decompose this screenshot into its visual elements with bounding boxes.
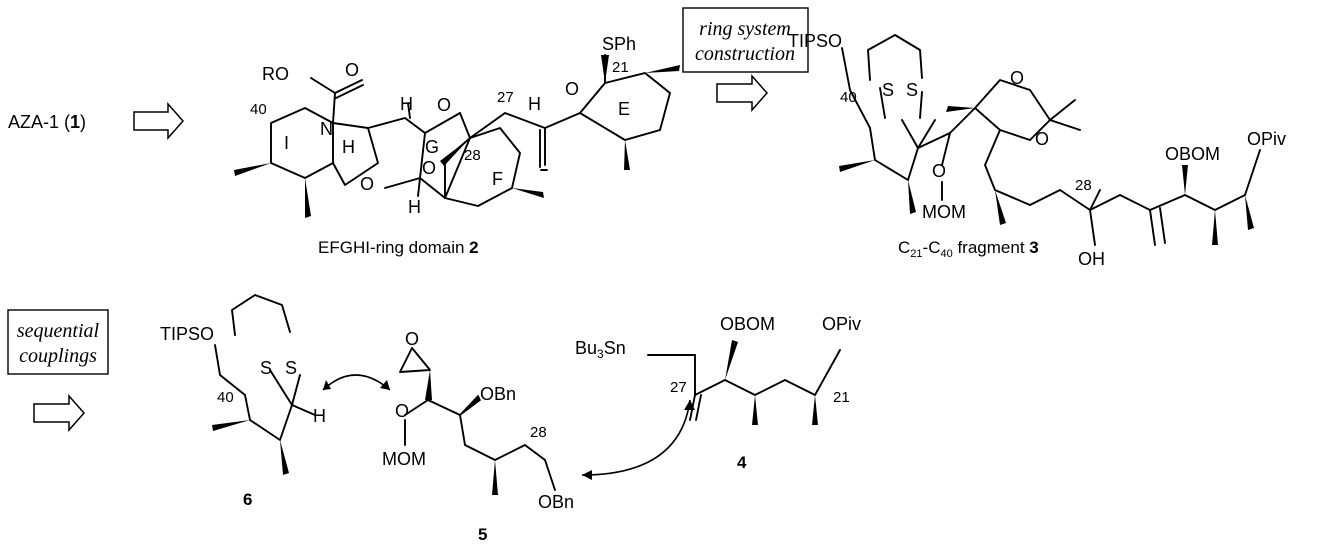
label-3-oh: OH	[1078, 249, 1105, 269]
compound-6-number: 6	[243, 490, 252, 509]
label-5-obn1: OBn	[480, 384, 516, 404]
label-6-h: H	[313, 406, 326, 426]
target-aza1: AZA-1 (1)	[8, 112, 86, 132]
target-close: )	[80, 112, 86, 132]
caption-2-text: EFGHI-ring domain	[318, 238, 469, 257]
label-ring-g: G	[425, 137, 439, 157]
step1-box: ring system construction	[682, 7, 809, 73]
retro-arrow-3	[33, 394, 86, 432]
label-c40: 40	[250, 101, 267, 118]
step1-line2: construction	[695, 43, 795, 65]
label-c28: 28	[464, 147, 481, 164]
label-h4: H	[528, 94, 541, 114]
label-n: N	[320, 119, 333, 139]
target-name: AZA-1 (	[8, 112, 70, 132]
label-3-c28: 28	[1075, 177, 1092, 194]
label-6-s1: S	[260, 358, 272, 378]
label-6-s2: S	[285, 358, 297, 378]
label-sph: SPh	[602, 34, 636, 54]
caption-3-number: 3	[1029, 238, 1038, 257]
label-4-sn: Sn	[604, 338, 626, 358]
label-3-c40: 40	[840, 89, 857, 106]
compound-6-structure	[212, 294, 316, 475]
label-o-carbonyl: O	[345, 60, 359, 80]
label-c21: 21	[612, 59, 629, 76]
label-h3: H	[408, 197, 421, 217]
caption-3-sub2: 40	[940, 248, 952, 260]
compound-5-labels: O OBn O MOM 28 OBn	[382, 329, 574, 512]
compound-5-number: 5	[478, 525, 487, 544]
label-5-o-mom: O	[395, 401, 409, 421]
label-h1: H	[400, 94, 413, 114]
label-6-tipso: TIPSO	[160, 324, 214, 344]
label-o-g1: O	[437, 95, 451, 115]
compound-3-structure	[839, 34, 1261, 246]
label-c27: 27	[497, 89, 514, 106]
caption-2-number: 2	[469, 238, 478, 257]
coupling-arrow-6-5	[322, 374, 391, 391]
label-3-o-mom: O	[932, 161, 946, 181]
label-4-bu3sn: Bu3Sn	[575, 338, 626, 361]
label-5-c28: 28	[530, 424, 547, 441]
label-3-o1: O	[1010, 68, 1024, 88]
label-4-bu: Bu	[575, 338, 597, 358]
compound-2-caption: EFGHI-ring domain 2	[318, 238, 479, 257]
compound-5-structure	[399, 347, 556, 495]
label-4-bu-sub: 3	[597, 347, 604, 361]
label-ring-f: F	[492, 169, 503, 189]
caption-3-mid: -C	[923, 238, 941, 257]
compound-2-structure	[234, 54, 680, 218]
label-4-obom: OBOM	[720, 314, 775, 334]
label-o-g2: O	[422, 158, 436, 178]
svg-text:AZA-1 (1): AZA-1 (1)	[8, 112, 86, 132]
coupling-arrow-5-4	[581, 399, 695, 480]
step2-box: sequential couplings	[7, 309, 109, 375]
retro-arrow-2	[716, 74, 769, 112]
compound-4-structure	[647, 340, 841, 425]
caption-3-post: fragment	[953, 238, 1030, 257]
step1-line1: ring system	[699, 18, 791, 40]
target-number: 1	[70, 112, 80, 132]
label-5-mom: MOM	[382, 449, 426, 469]
label-3-obom: OBOM	[1165, 144, 1220, 164]
step2-line1: sequential	[17, 320, 100, 342]
label-3-mom: MOM	[922, 202, 966, 222]
label-5-obn2: OBn	[538, 492, 574, 512]
label-o-e: O	[565, 79, 579, 99]
compound-6-labels: TIPSO 40 S S H	[160, 324, 326, 426]
compound-3-caption: C21-C40 fragment 3	[898, 238, 1039, 260]
retro-arrow-1	[133, 102, 185, 140]
label-3-o2: O	[1035, 129, 1049, 149]
step2-line2: couplings	[19, 345, 97, 367]
caption-3-sub1: 21	[910, 248, 922, 260]
label-3-s2: S	[906, 80, 918, 100]
label-o-r: O	[360, 174, 374, 194]
label-4-c27: 27	[670, 379, 687, 396]
label-4-c21: 21	[833, 389, 850, 406]
label-h2: H	[342, 137, 355, 157]
caption-3-c1: C	[898, 238, 910, 257]
label-ro: RO	[262, 64, 289, 84]
label-ring-i: I	[284, 133, 289, 153]
label-ring-e: E	[618, 99, 630, 119]
label-3-s1: S	[882, 80, 894, 100]
label-4-opiv: OPiv	[822, 314, 861, 334]
compound-4-labels: Bu3Sn OBOM OPiv 27 21	[575, 314, 861, 406]
compound-2-labels: RO O N 40 I H H H O G O O F 28 27 H O E …	[250, 34, 636, 217]
label-5-o-epox: O	[405, 329, 419, 349]
compound-4-number: 4	[737, 453, 747, 472]
label-3-tipso: TIPSO	[788, 31, 842, 51]
label-6-c40: 40	[217, 389, 234, 406]
compound-3-labels: TIPSO 40 S S O O O MOM 28 OH OBOM OPiv	[788, 31, 1286, 269]
label-3-opiv: OPiv	[1247, 129, 1286, 149]
